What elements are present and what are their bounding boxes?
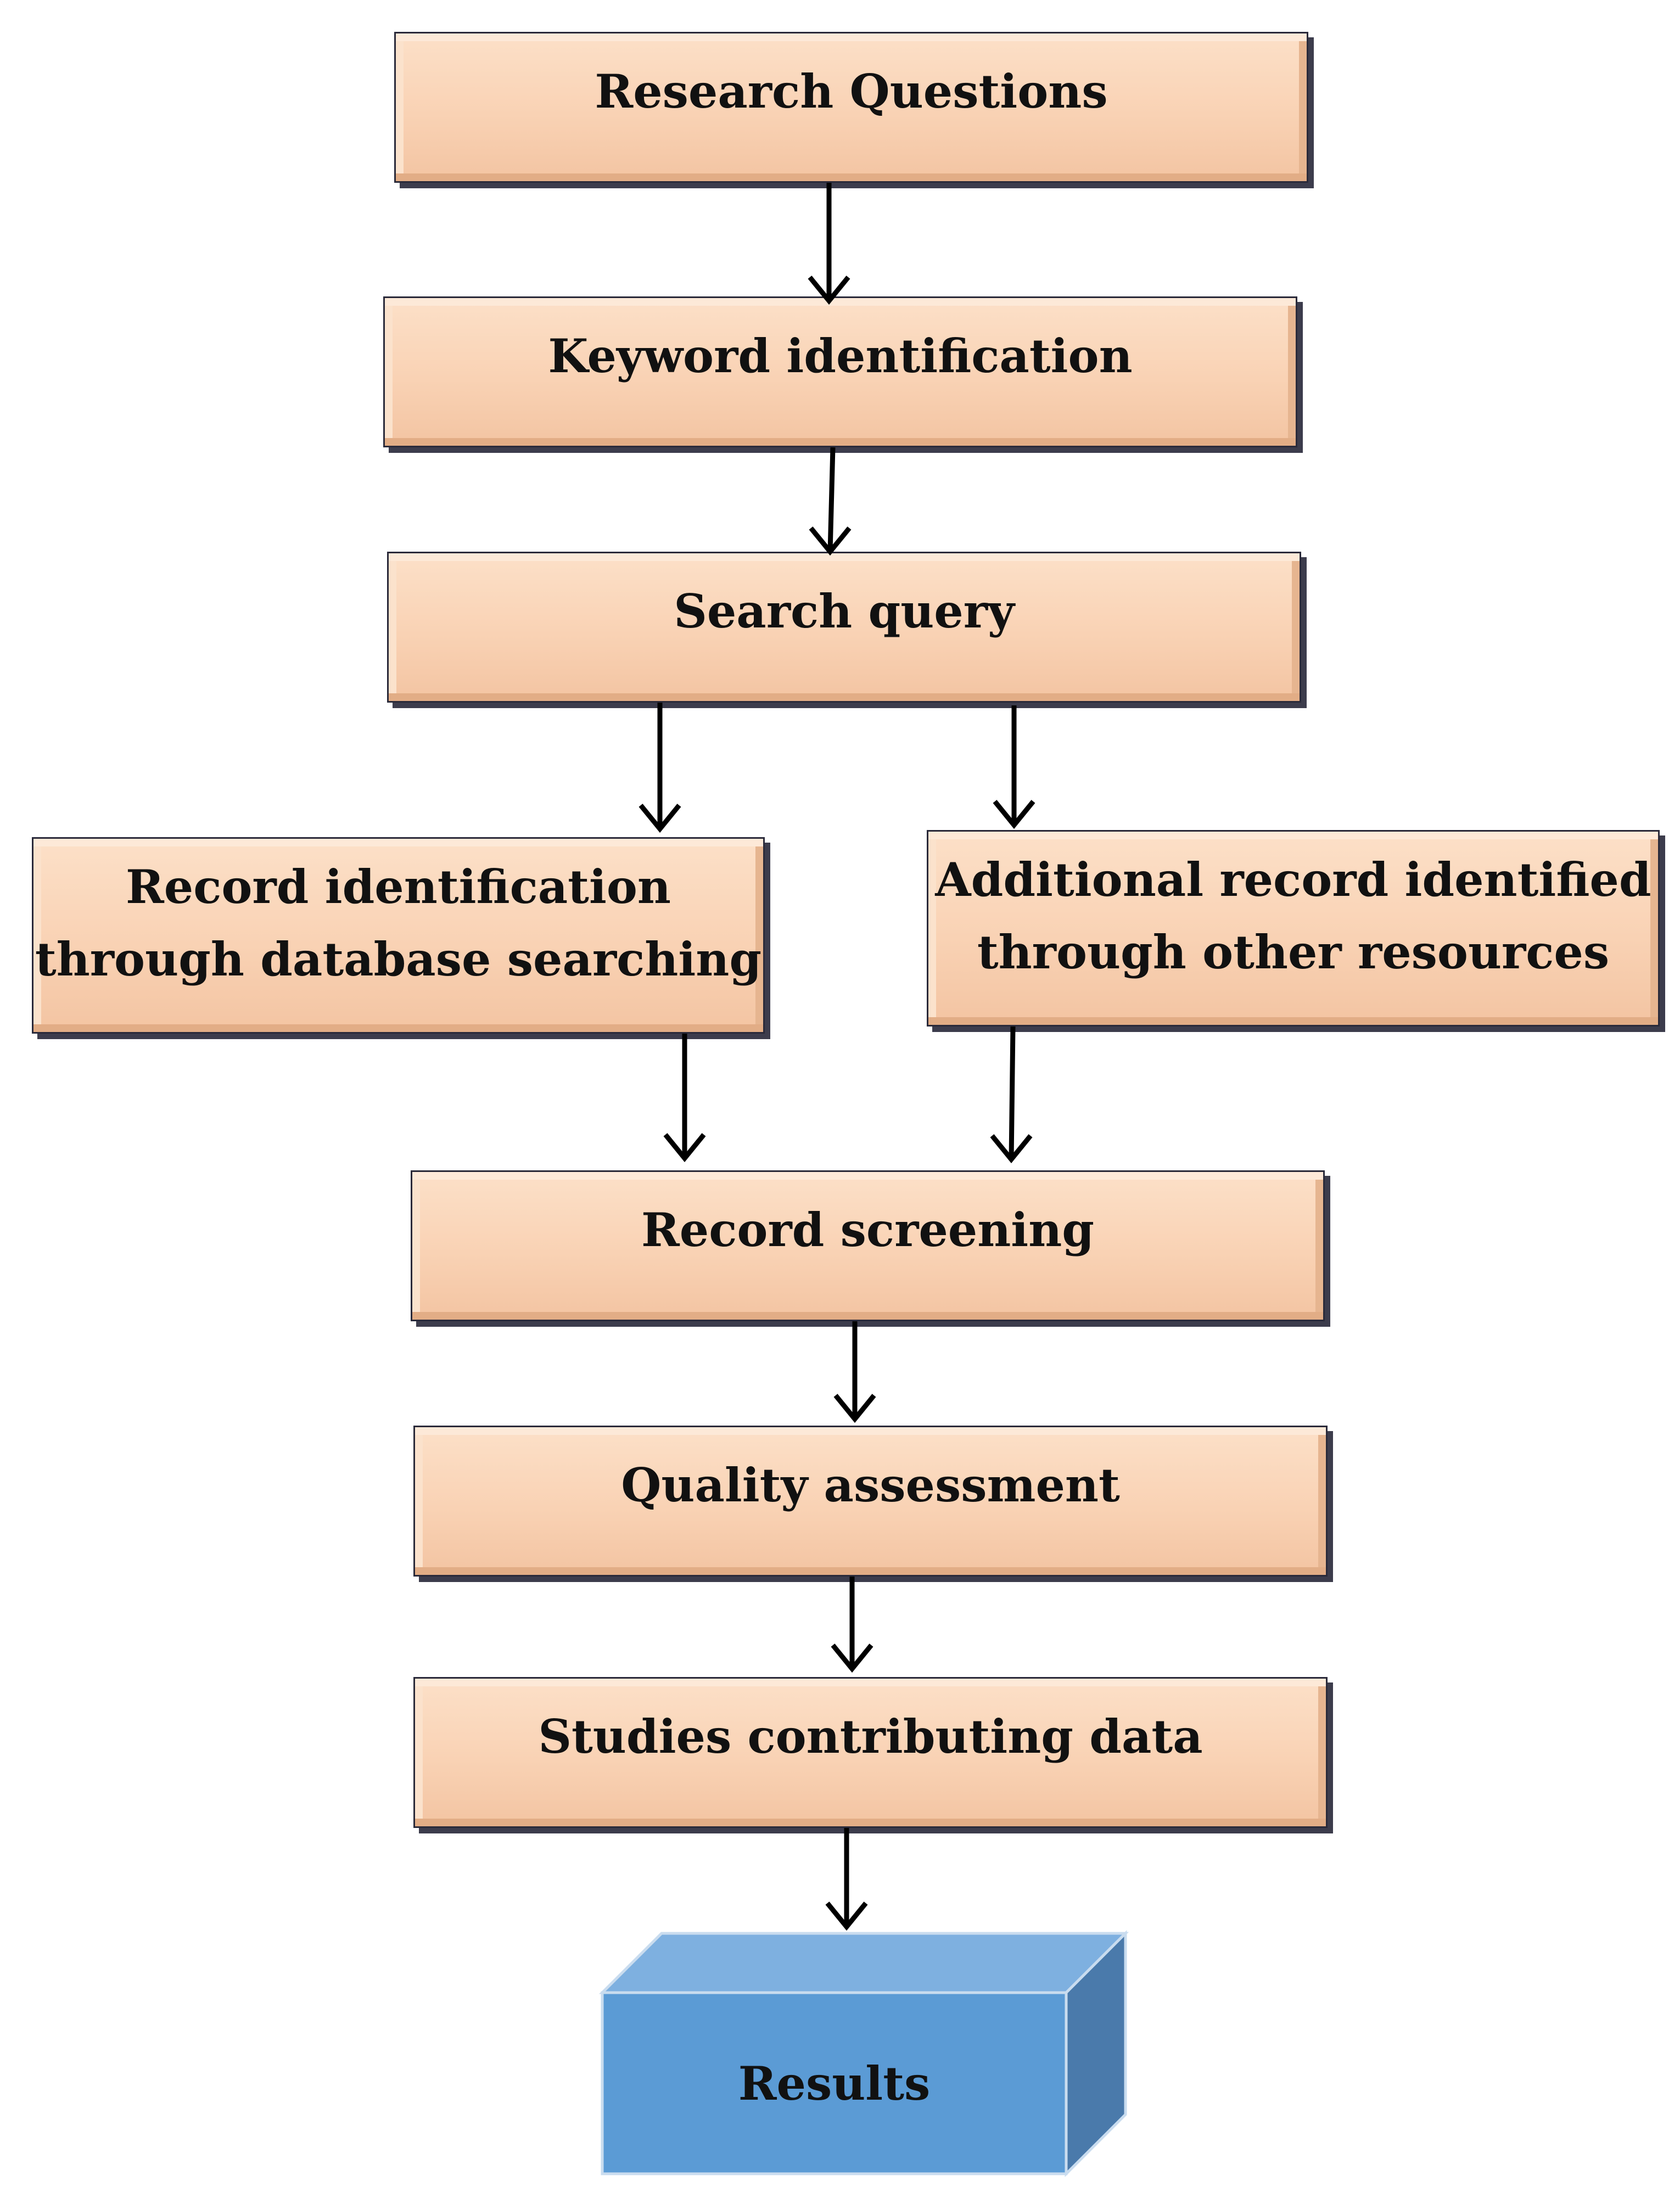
node-additional-record: Additional record identified through oth…: [927, 830, 1660, 1027]
results-front-face: [601, 1991, 1068, 2175]
node-label: Record screening: [641, 1203, 1095, 1257]
arrow-keyword-to-search: [809, 447, 852, 556]
arrow-additional-record-to-screening: [990, 1026, 1033, 1164]
arrow-record-identification-to-screening: [663, 1034, 706, 1163]
node-label: Studies contributing data: [538, 1709, 1203, 1764]
node-studies-contributing: Studies contributing data: [413, 1677, 1328, 1828]
node-label-line-1: Additional record identified: [935, 852, 1651, 907]
node-record-identification: Record identification through database s…: [32, 837, 765, 1034]
node-record-screening: Record screening: [411, 1170, 1325, 1321]
node-search-query: Search query: [387, 552, 1301, 703]
node-label: Research Questions: [595, 64, 1108, 119]
arrow-research-to-keyword: [808, 183, 850, 305]
node-label: Search query: [674, 584, 1015, 638]
arrow-screening-to-quality: [833, 1321, 876, 1423]
node-quality-assessment: Quality assessment: [413, 1426, 1328, 1577]
node-label-line-2: through database searching: [35, 932, 762, 986]
node-label-line-1: Record identification: [126, 860, 671, 914]
results-top-face: [598, 1932, 1129, 1994]
node-label-line-2: through other resources: [977, 925, 1610, 979]
arrow-search-to-record-identification: [639, 703, 681, 833]
node-research-questions: Research Questions: [394, 32, 1308, 183]
results-label: Results: [738, 2056, 931, 2111]
node-label: Keyword identification: [548, 329, 1133, 383]
arrow-studies-to-results: [825, 1828, 868, 1931]
node-keyword-identification: Keyword identification: [383, 296, 1297, 447]
arrow-search-to-additional-record: [993, 705, 1035, 829]
arrow-quality-to-studies: [831, 1577, 873, 1673]
node-results: [598, 1930, 1129, 2178]
node-label: Quality assessment: [621, 1458, 1120, 1512]
